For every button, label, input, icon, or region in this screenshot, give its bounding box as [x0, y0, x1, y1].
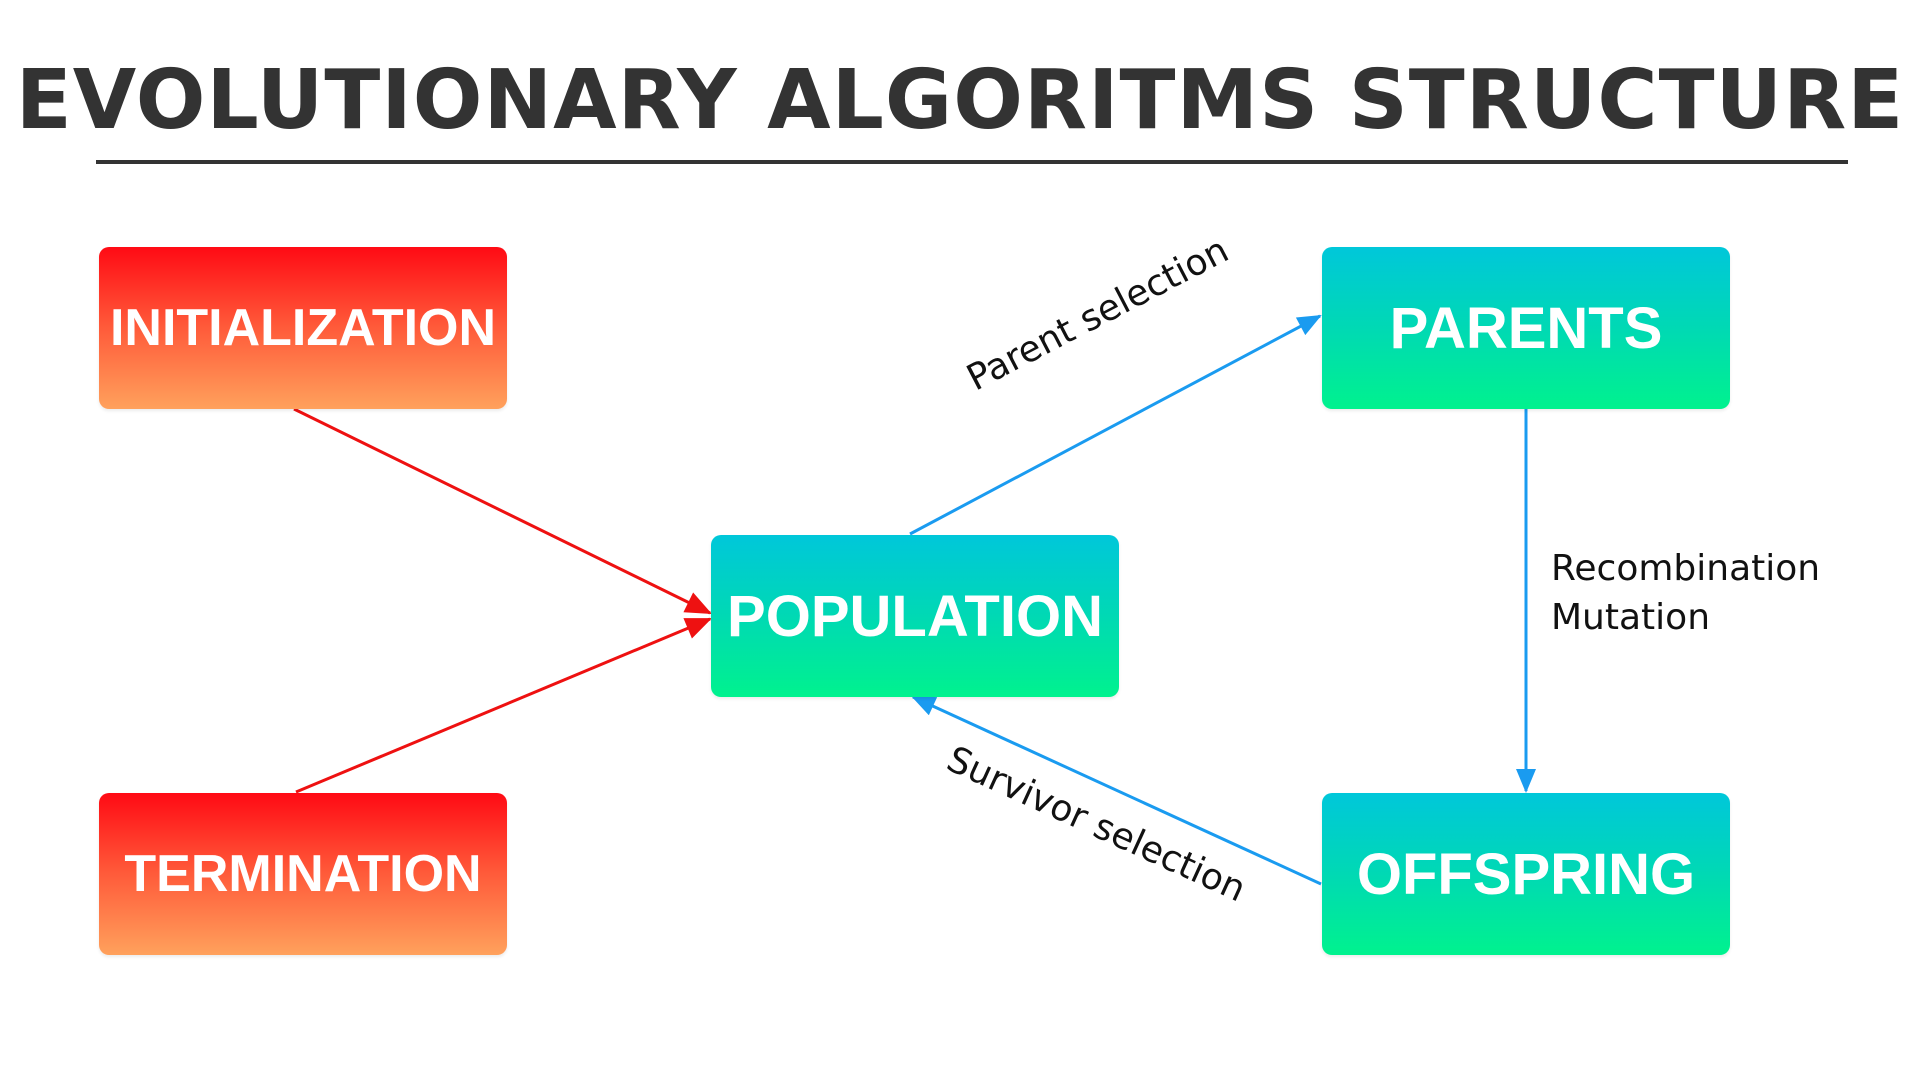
node-parents: PARENTS — [1322, 247, 1730, 409]
title-underline — [96, 160, 1848, 164]
node-offspring: OFFSPRING — [1322, 793, 1730, 955]
diagram-title: EVOLUTIONARY ALGORITMS STRUCTURE — [15, 53, 1905, 148]
label-recombination: Recombination — [1551, 548, 1821, 589]
node-termination: TERMINATION — [99, 793, 507, 955]
node-initialization: INITIALIZATION — [99, 247, 507, 409]
label-mutation: Mutation — [1551, 597, 1711, 638]
label-variation-operators: Recombination Mutation — [1551, 544, 1820, 642]
edge-termination-to-population — [295, 617, 713, 794]
edge-initialization-to-population — [293, 407, 712, 615]
node-population: POPULATION — [711, 535, 1119, 697]
edge-offspring-to-population — [911, 695, 1322, 886]
edge-population-to-parents — [909, 314, 1322, 536]
